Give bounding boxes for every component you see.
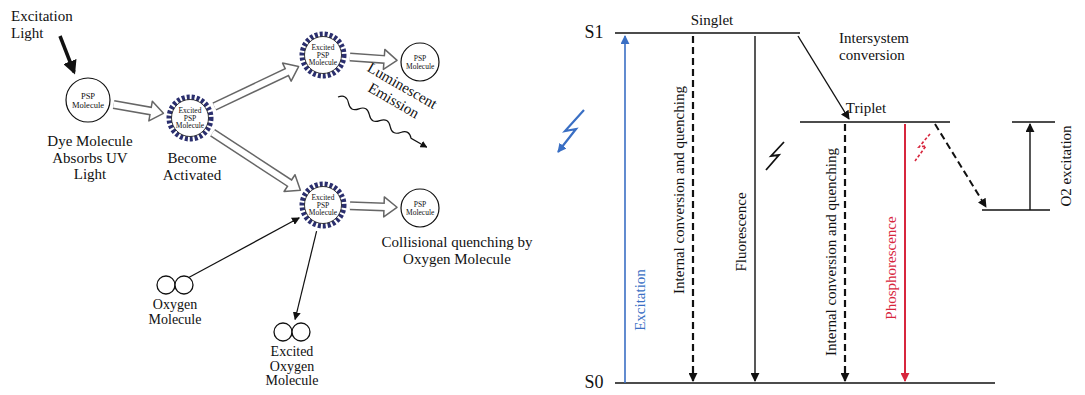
triplet-level (800, 121, 950, 123)
s0-level (615, 382, 995, 384)
molecule-label: Oxygen Molecule (139, 298, 211, 327)
internal-conversion-arrow (844, 124, 846, 381)
molecule-text: PSP Molecule (71, 92, 105, 109)
excited-ring (169, 97, 211, 139)
molecule-text: Excited PSP Molecule (305, 44, 341, 67)
phosphorescence-arrow (904, 124, 906, 381)
transition-label: O2 excitation (1058, 125, 1075, 206)
light-bolt (766, 142, 784, 170)
reaction-arrow (186, 218, 299, 279)
transition-label: Internal conversion and quenching (823, 148, 840, 356)
circle-border (305, 187, 342, 224)
fluorescence-arrow (754, 36, 755, 381)
light-arrow (60, 36, 74, 72)
block-arrow (114, 101, 164, 121)
excited-ring (302, 184, 344, 226)
annotation-label: Become Activated (154, 150, 230, 183)
transition-label: Fluorescence (733, 192, 750, 271)
annotation-label: Dye Molecule Absorbs UV Light (38, 133, 142, 183)
arrow-shaft-inner (350, 57, 386, 60)
oxygen-molecule: Excited Oxygen Molecule (247, 322, 337, 389)
annotation-label: Intersystem conversion (839, 30, 929, 63)
excited-ring (302, 34, 344, 76)
excited-molecule-circle: Excited PSP Molecule (166, 94, 214, 142)
molecule-text: Excited PSP Molecule (305, 194, 341, 217)
atom-circle (292, 323, 310, 341)
molecule-label: Excited Oxygen Molecule (256, 345, 328, 389)
annotation-label: S1 (584, 23, 603, 43)
excitation-arrow (624, 36, 626, 383)
arrow-shaft-inner (350, 206, 386, 207)
molecule-circle: PSP Molecule (65, 77, 111, 123)
atom-circle (175, 276, 193, 294)
molecule-text: Excited PSP Molecule (172, 107, 208, 130)
arrow-shaft-inner (213, 133, 292, 184)
s1-level (615, 32, 800, 34)
annotation-label: Singlet (691, 12, 734, 29)
annotation-label: Excitation Light (11, 8, 89, 41)
excited-molecule-circle: Excited PSP Molecule (299, 181, 347, 229)
transition-label: Phosphorescence (883, 216, 900, 319)
annotation-label: S0 (584, 373, 603, 393)
circle-border (401, 189, 439, 227)
o2-upper-level (1012, 121, 1055, 122)
block-arrow (350, 197, 397, 217)
circle-border (66, 78, 110, 122)
molecule-text: PSP Molecule (406, 201, 434, 216)
circle-border (401, 43, 439, 81)
molecule-circle: PSP Molecule (400, 188, 440, 228)
molecule-circle: PSP Molecule (400, 42, 440, 82)
molecule-text: PSP Molecule (406, 55, 434, 70)
atom-circle (157, 276, 175, 294)
o2-lower-level (982, 209, 1050, 210)
circle-border (305, 37, 342, 74)
arrow-shaft-inner (114, 105, 153, 112)
light-bolt (915, 134, 930, 161)
annotation-label: Triplet (846, 100, 886, 117)
annotation-label: Collisional quenching by Oxygen Molecule (381, 234, 533, 267)
arrow-shaft-inner (214, 71, 288, 106)
atom-circle (274, 323, 292, 341)
excited-molecule-circle: Excited PSP Molecule (299, 31, 347, 79)
oxygen-atoms (155, 275, 195, 295)
energy-transfer-arrow (935, 124, 986, 207)
o2-excitation-arrow (1029, 124, 1030, 210)
light-bolt (558, 110, 584, 152)
circle-border (172, 100, 209, 137)
oxygen-molecule: Oxygen Molecule (130, 275, 220, 327)
oxygen-atoms (272, 322, 312, 342)
arrow-line (186, 218, 299, 279)
transition-label: Excitation (632, 269, 649, 331)
internal-conversion-arrow (692, 36, 694, 381)
block-arrow (214, 63, 298, 106)
block-arrow (213, 133, 301, 192)
transition-label: Internal conversion and quenching (671, 86, 688, 294)
arrow-line (295, 231, 317, 319)
reaction-arrow (295, 231, 317, 319)
